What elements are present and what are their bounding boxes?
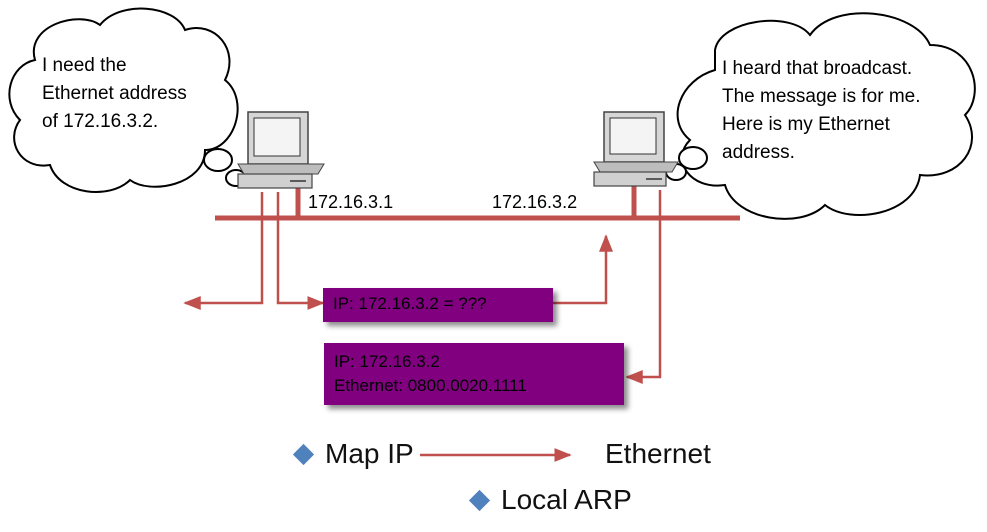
right-thought-cloud — [665, 12, 976, 220]
arp-reply-mac: Ethernet: 0800.0020.1111 — [334, 376, 527, 395]
right-computer-icon — [593, 111, 679, 187]
request-to-right-arrow — [553, 234, 613, 305]
left-computer-icon — [237, 111, 325, 189]
broadcast-arrow-left — [183, 192, 264, 310]
right-host-ip: 172.16.3.2 — [492, 192, 578, 212]
arp-request-packet: IP: 172.16.3.2 = ??? — [323, 288, 553, 322]
bullet-local-arp: Local ARP — [468, 484, 632, 516]
bullet-local-arp-text: Local ARP — [501, 484, 632, 515]
reply-arrow — [625, 190, 662, 384]
arp-reply-ip: IP: 172.16.3.2 — [334, 352, 440, 371]
bullet-diamond-icon — [292, 443, 315, 465]
right-bubble-text: I heard that broadcast. The message is f… — [722, 58, 921, 163]
left-thought-cloud — [8, 7, 247, 193]
bullet-map-suffix: Ethernet — [605, 438, 711, 469]
arp-reply-packet: IP: 172.16.3.2 Ethernet: 0800.0020.1111 — [324, 343, 624, 405]
arp-request-text: IP: 172.16.3.2 = ??? — [333, 294, 487, 313]
bullet-map-prefix: Map IP — [325, 438, 414, 469]
bullet-map-ip: Map IP — [292, 438, 414, 470]
left-host-ip: 172.16.3.1 — [308, 192, 394, 212]
bullet-diamond-icon — [468, 489, 491, 511]
request-arrow — [276, 192, 325, 310]
left-thought-dot-1 — [203, 148, 233, 172]
left-bubble-text: I need the Ethernet address of 172.16.3.… — [42, 55, 187, 132]
right-thought-dot-1 — [678, 146, 708, 170]
